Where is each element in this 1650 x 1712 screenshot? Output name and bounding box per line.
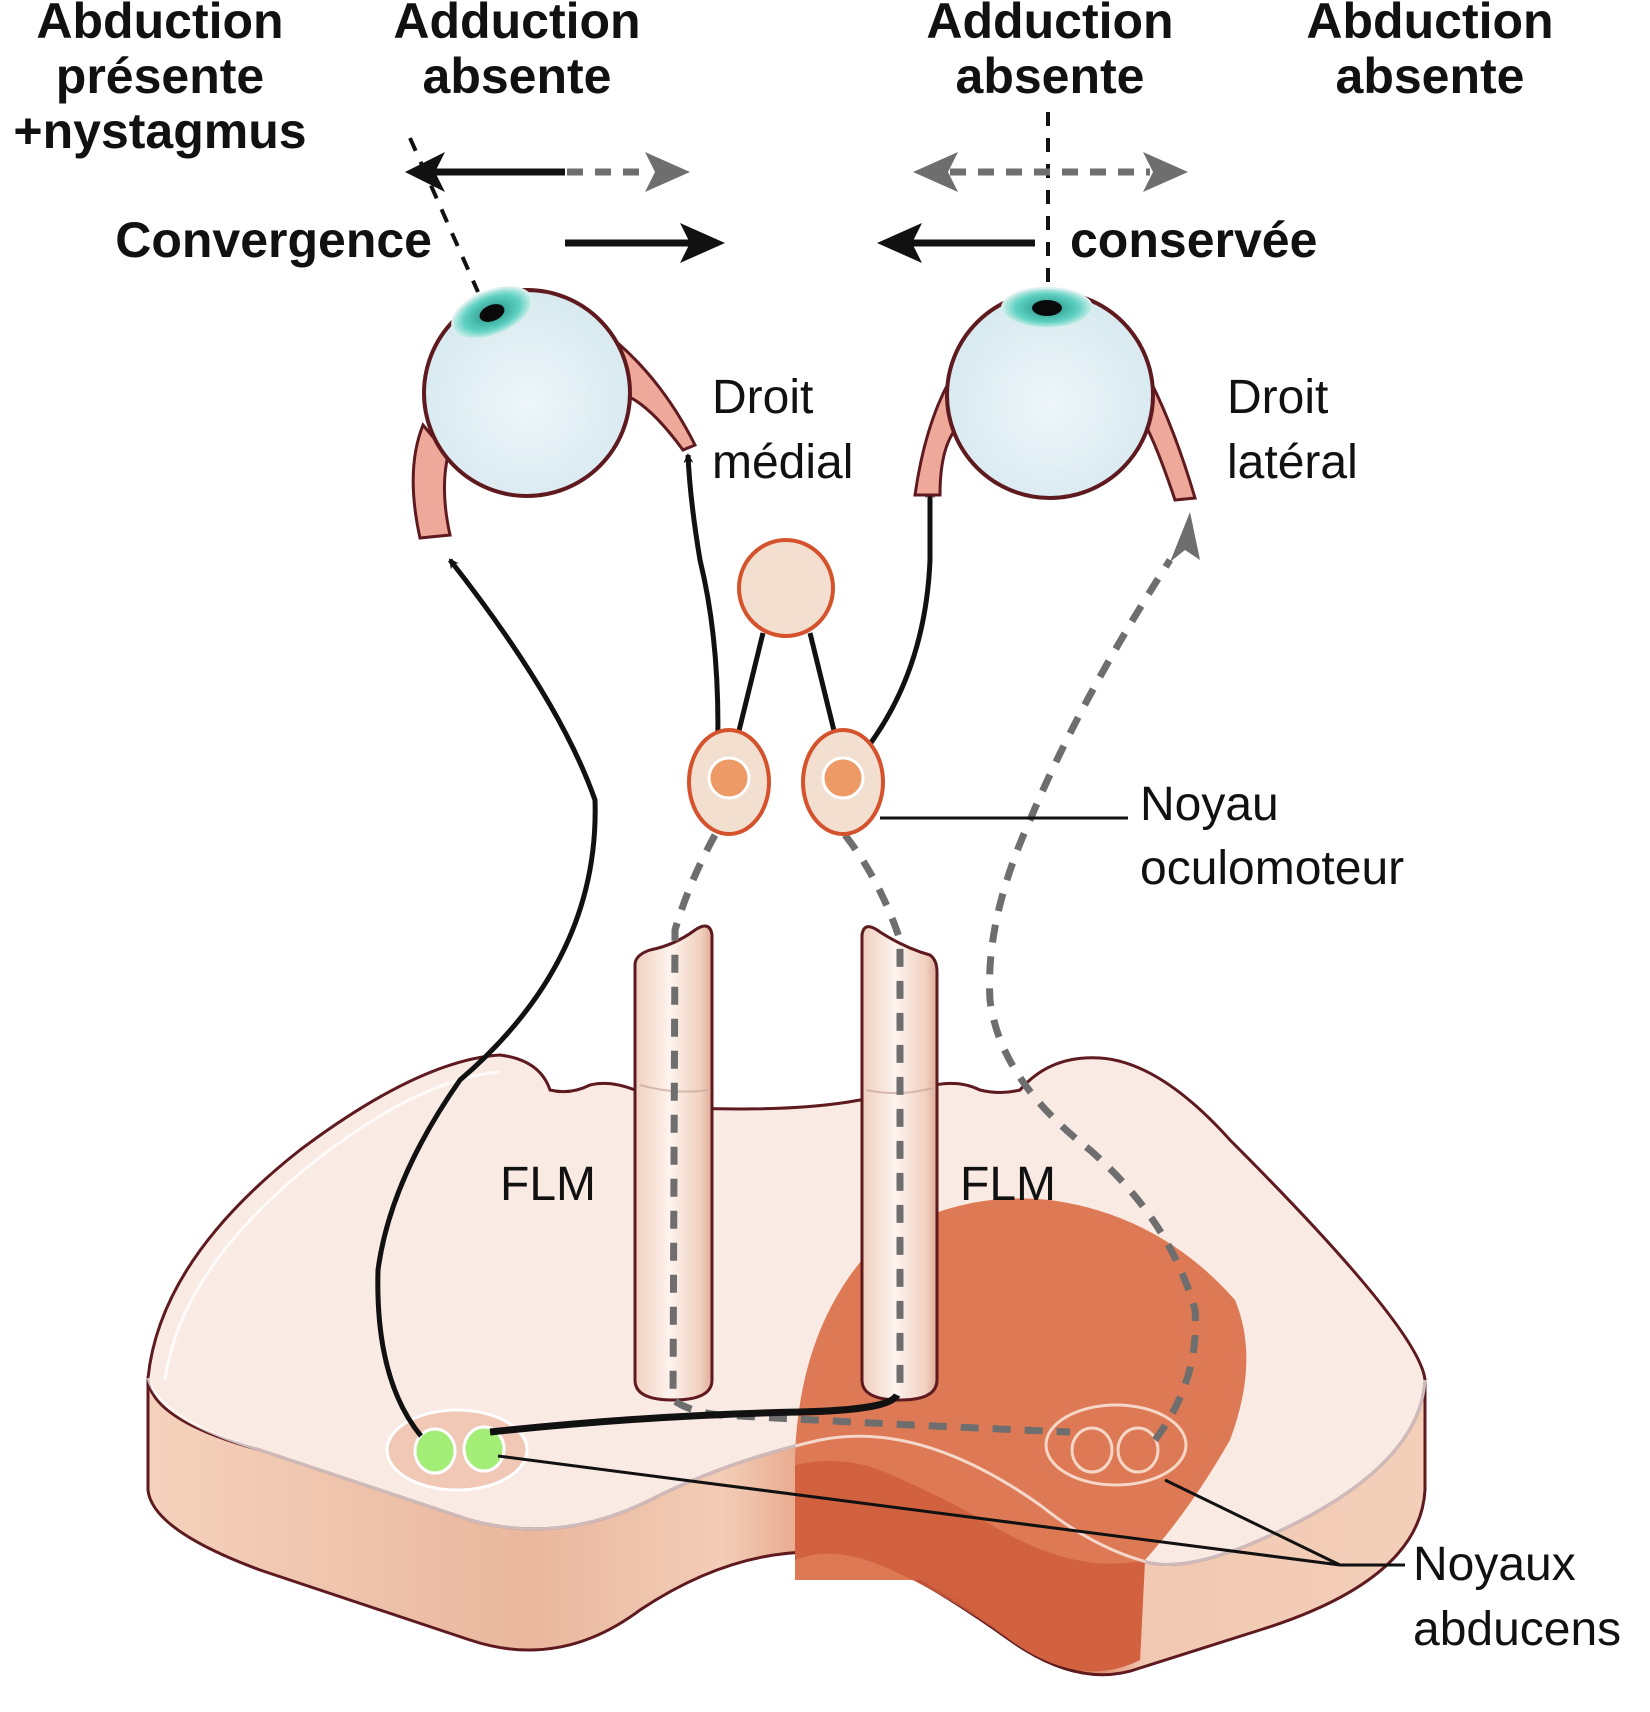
left-eye-movement-arrows [405,152,725,263]
oculomotor-label-line1: Noyau [1140,778,1279,831]
lesion-side-dark [795,1461,1145,1672]
convergence-center [737,538,835,638]
top-label-right-adduction: Adduction absente [926,0,1173,104]
lateral-rectus-label-line1: Droit [1227,371,1328,424]
top-label-4-line2: absente [1336,48,1525,104]
right-convergence-arrowhead [877,223,922,263]
left-eye-gaze-axis [408,137,480,293]
abducens-neuron-left-1 [413,1427,457,1475]
abducens-to-flm [489,1392,901,1436]
oculomotor-to-medial-right [854,488,935,764]
flm-right-label: FLM [960,1158,1056,1211]
oculomotor-to-medial-left [683,453,721,768]
top-label-right-abduction: Abduction absente [1306,0,1553,104]
dashed-abducens-to-lateral [986,558,1199,1443]
dashed-flm-right [842,832,904,1390]
right-eye-movement-arrows [877,152,1188,263]
top-label-left-abduction: Abduction présente +nystagmus [13,0,306,159]
abducens-neuron-left-2 [462,1425,506,1473]
top-label-1-line1: Abduction [36,0,283,49]
top-label-1-line3: +nystagmus [13,103,306,159]
left-adduction-arrowhead [645,152,690,192]
left-convergence-arrowhead [680,223,725,263]
right-eye-medial-rectus [913,375,957,497]
left-eye-medial-rectus [618,341,698,452]
abducens-nucleus-right [1044,1403,1188,1487]
top-label-2-line1: Adduction [393,0,640,49]
medial-rectus-label-line1: Droit [712,371,813,424]
lateral-rectus-label-line2: latéral [1227,436,1358,489]
brainstem-highlight [163,1070,501,1381]
right-eye-lateral-rectus [1146,379,1197,502]
convergence-preserved-label: conservée [1070,212,1317,268]
oculomotor-nucleus-right [801,728,885,836]
brainstem-section [146,1053,1427,1677]
right-eye-pupil [1032,300,1062,316]
right-eye [913,287,1197,502]
top-label-4-line1: Abduction [1306,0,1553,49]
convergence-to-oculomotor-right [807,632,841,749]
flm-left-label: FLM [500,1158,596,1211]
abducens-to-left-lateral [375,558,598,1438]
convergence-label: Convergence [115,212,432,268]
oculomotor-nucleus-left [687,728,771,836]
abducens-label-line1: Noyaux [1413,1538,1576,1591]
abducens-label-line2: abducens [1413,1603,1621,1656]
abducens-leader-lines [497,1454,1405,1567]
dashed-arrowhead-lateral [1170,512,1200,562]
top-label-3-line1: Adduction [926,0,1173,49]
left-eye-lateral-rectus [411,422,452,540]
top-label-3-line2: absente [956,48,1145,104]
top-label-left-adduction: Adduction absente [393,0,640,104]
right-abduction-arrowhead [1143,152,1188,192]
left-eye-pupil [479,304,505,322]
top-label-2-line2: absente [423,48,612,104]
medial-rectus-label-line2: médial [712,436,853,489]
convergence-to-oculomotor-left [732,632,766,749]
brainstem-top-edge [146,1377,1427,1566]
oculomotor-label-line2: oculomoteur [1140,842,1404,895]
left-eye [411,286,698,540]
right-adduction-arrowhead [913,152,958,192]
top-label-1-line2: présente [56,48,264,104]
solid-pathways [375,453,935,1438]
left-abduction-arrowhead [405,152,445,192]
